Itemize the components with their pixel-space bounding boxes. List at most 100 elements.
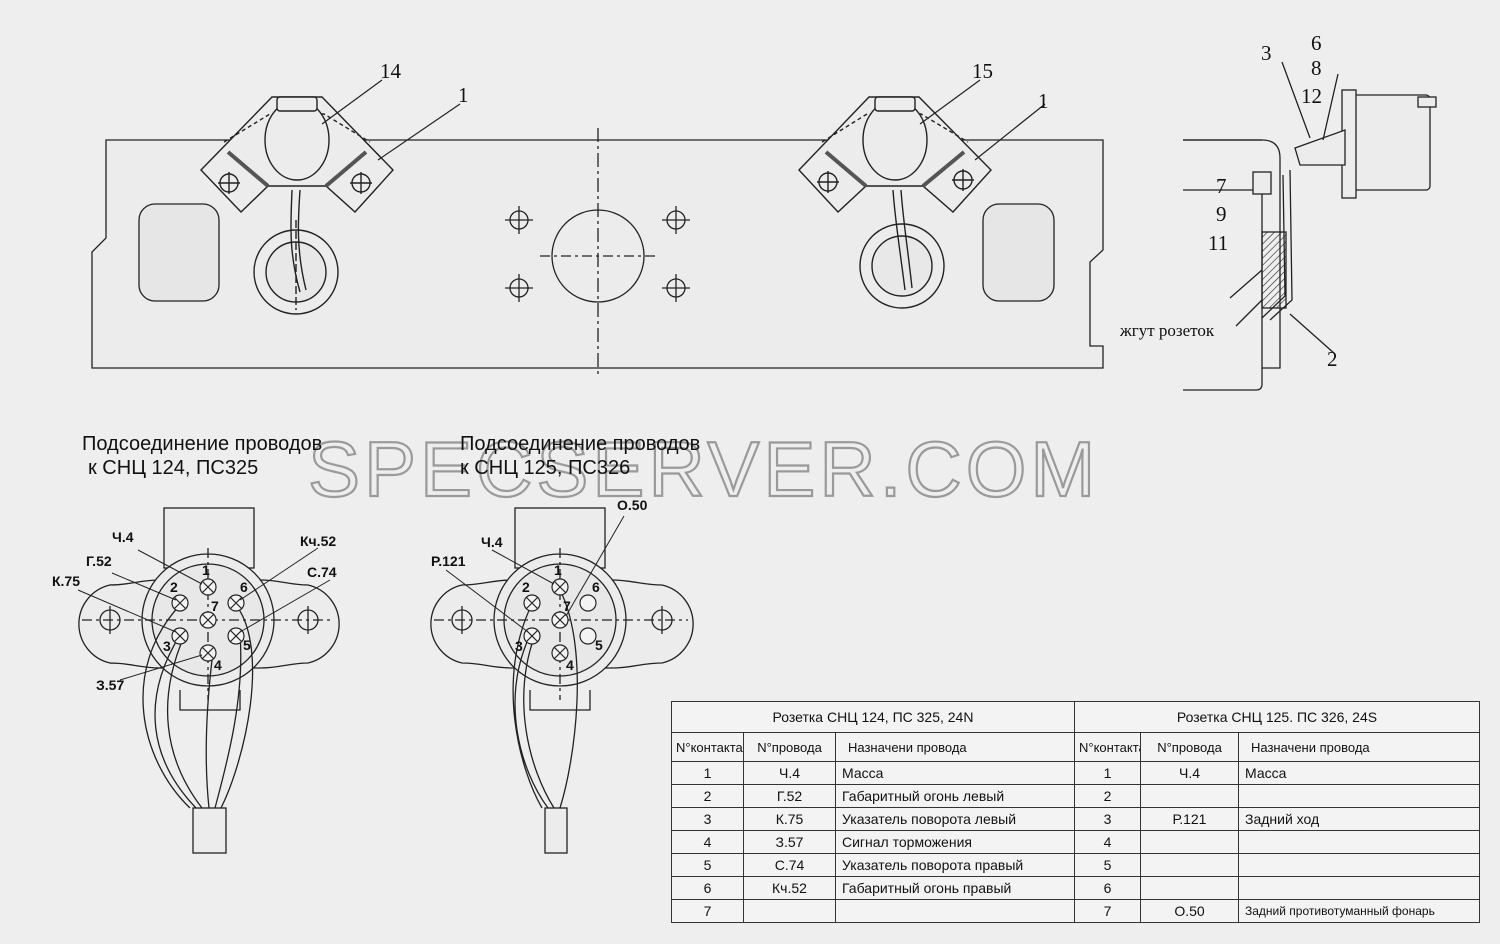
left-wire-g52: Г.52 xyxy=(86,553,112,569)
watermark: SPECSERVER.COM xyxy=(308,425,1099,513)
callout-12: 12 xyxy=(1301,84,1322,108)
right-pin-7: 7 xyxy=(563,598,571,614)
callout-9: 9 xyxy=(1216,202,1227,226)
table-cell: 6 xyxy=(1074,876,1141,900)
left-pin-4: 4 xyxy=(214,657,222,673)
callout-1-right: 1 xyxy=(1038,89,1049,113)
table-cell: 7 xyxy=(1074,899,1141,923)
col-wire: N°провода xyxy=(743,732,836,762)
table-cell: Кч.52 xyxy=(743,876,836,900)
table-cell: Ч.4 xyxy=(743,761,836,785)
table-cell: К.75 xyxy=(743,807,836,831)
left-pin-5: 5 xyxy=(243,637,251,653)
right-title-line2: к СНЦ 125, ПС326 xyxy=(460,457,630,479)
socket-15 xyxy=(798,96,992,309)
table-cell: Г.52 xyxy=(743,784,836,808)
table-cell: 3 xyxy=(1074,807,1141,831)
callout-2: 2 xyxy=(1327,347,1338,371)
table-cell: Задний противотуманный фонарь xyxy=(1237,899,1481,923)
col-purpose-2: Назначени провода xyxy=(1237,732,1481,762)
left-wire-s74: С.74 xyxy=(307,564,337,580)
table-cell: З.57 xyxy=(743,830,836,854)
harness-label: жгут розеток xyxy=(1119,321,1215,340)
table-cell xyxy=(1140,876,1239,900)
table-cell: 3 xyxy=(671,807,744,831)
table-cell xyxy=(743,899,836,923)
right-wire-leaders xyxy=(445,515,625,633)
right-pin-2: 2 xyxy=(522,579,530,595)
table-cell: Габаритный огонь правый xyxy=(835,876,1075,900)
table-cell: Р.121 xyxy=(1140,807,1239,831)
wiring-table: Розетка СНЦ 124, ПС 325, 24N Розетка СНЦ… xyxy=(671,701,1481,923)
table-cell: 4 xyxy=(671,830,744,854)
left-pin-2: 2 xyxy=(170,579,178,595)
right-pin-5: 5 xyxy=(595,637,603,653)
left-title-line2: к СНЦ 124, ПС325 xyxy=(88,457,258,479)
table-cell: О.50 xyxy=(1140,899,1239,923)
callout-7: 7 xyxy=(1216,174,1227,198)
table-cell xyxy=(1237,784,1481,808)
table-cell: 5 xyxy=(671,853,744,877)
right-pin-6: 6 xyxy=(592,579,600,595)
callout-15: 15 xyxy=(972,59,993,83)
left-pin-6: 6 xyxy=(240,579,248,595)
table-left-title: Розетка СНЦ 124, ПС 325, 24N xyxy=(671,701,1075,733)
col-contact: N°контакта xyxy=(671,732,744,762)
table-cell: 7 xyxy=(671,899,744,923)
left-wire-z57: З.57 xyxy=(96,677,124,693)
right-wire-ch4: Ч.4 xyxy=(481,534,503,550)
table-cell xyxy=(835,899,1075,923)
table-cell: Указатель поворота правый xyxy=(835,853,1075,877)
table-cell: 6 xyxy=(671,876,744,900)
callout-leaders xyxy=(321,79,1046,161)
callout-14: 14 xyxy=(380,59,402,83)
left-wire-ch4: Ч.4 xyxy=(112,529,134,545)
right-wire-o50: О.50 xyxy=(617,497,648,513)
table-cell xyxy=(1237,830,1481,854)
right-pin-1: 1 xyxy=(554,562,562,578)
callout-11: 11 xyxy=(1208,231,1228,255)
right-socket-diagram xyxy=(430,507,694,854)
table-cell xyxy=(1140,853,1239,877)
table-cell xyxy=(1140,784,1239,808)
col-purpose: Назначени провода xyxy=(835,732,1075,762)
table-cell: Масса xyxy=(835,761,1075,785)
right-title-line1: Подсоединение проводов xyxy=(460,433,700,455)
table-cell: Ч.4 xyxy=(1140,761,1239,785)
table-cell: Сигнал торможения xyxy=(835,830,1075,854)
table-right-title: Розетка СНЦ 125. ПС 326, 24S xyxy=(1073,701,1481,733)
left-pin-1: 1 xyxy=(202,562,210,578)
table-cell: 2 xyxy=(1074,784,1141,808)
table-cell xyxy=(1237,853,1481,877)
table-cell: Указатель поворота левый xyxy=(835,807,1075,831)
table-cell: 1 xyxy=(671,761,744,785)
table-cell: 4 xyxy=(1074,830,1141,854)
left-pin-7: 7 xyxy=(211,598,219,614)
table-cell: Габаритный огонь левый xyxy=(835,784,1075,808)
table-cell: Масса xyxy=(1237,761,1481,785)
table-cell xyxy=(1140,830,1239,854)
left-wire-k75: К.75 xyxy=(52,573,80,589)
socket-14 xyxy=(200,96,394,315)
table-cell xyxy=(1237,876,1481,900)
right-pin-3: 3 xyxy=(515,638,523,654)
callout-3: 3 xyxy=(1261,41,1272,65)
table-cell: 5 xyxy=(1074,853,1141,877)
right-pins xyxy=(523,578,597,662)
table-cell: 2 xyxy=(671,784,744,808)
left-title-line1: Подсоединение проводов xyxy=(82,433,322,455)
left-wire-leaders xyxy=(77,547,331,681)
left-wire-kch52: Кч.52 xyxy=(300,533,336,549)
col-wire-2: N°провода xyxy=(1140,732,1239,762)
side-view xyxy=(1183,61,1437,391)
right-wire-r121: Р.121 xyxy=(431,553,466,569)
table-cell: 1 xyxy=(1074,761,1141,785)
